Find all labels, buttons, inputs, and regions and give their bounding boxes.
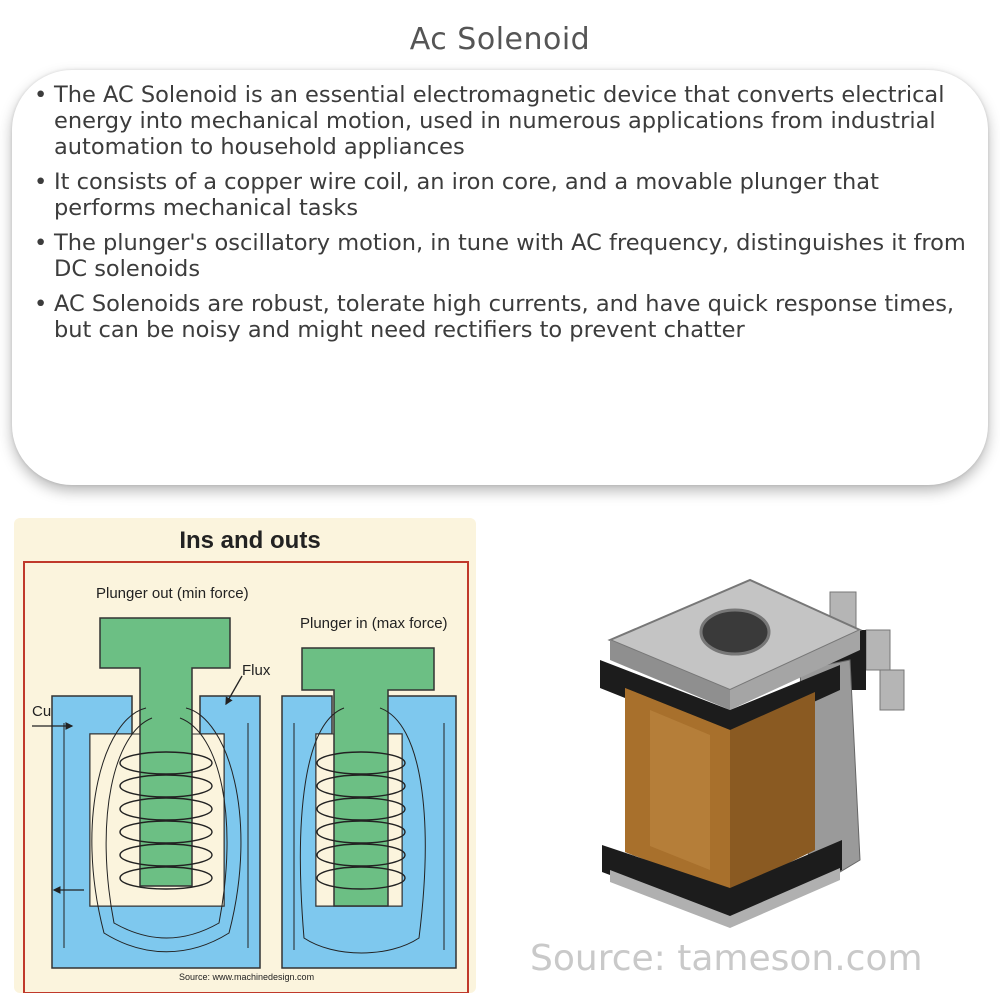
left-solenoid bbox=[32, 617, 261, 969]
diagram-frame bbox=[23, 561, 469, 993]
solenoid-photo bbox=[590, 570, 930, 930]
page-title: Ac Solenoid bbox=[409, 22, 591, 57]
diagram-credit: Source: www.machinedesign.com bbox=[179, 972, 314, 982]
right-label: Plunger in (max force) bbox=[300, 615, 448, 632]
bullet-item: The AC Solenoid is an essential electrom… bbox=[30, 82, 975, 160]
image-source: Source: tameson.com bbox=[530, 938, 923, 979]
bullet-item: AC Solenoids are robust, tolerate high c… bbox=[30, 291, 975, 343]
right-solenoid bbox=[281, 647, 457, 969]
left-label: Plunger out (min force) bbox=[96, 585, 249, 602]
flux-label: Flux bbox=[242, 662, 271, 679]
diagram-heading: Ins and outs bbox=[179, 527, 320, 554]
solenoid-diagram: Ins and outs Plunger out (min force) Plu… bbox=[14, 518, 476, 993]
bullet-list: The AC Solenoid is an essential electrom… bbox=[30, 82, 975, 352]
bullet-item: It consists of a copper wire coil, an ir… bbox=[30, 169, 975, 221]
bullet-item: The plunger's oscillatory motion, in tun… bbox=[30, 230, 975, 282]
